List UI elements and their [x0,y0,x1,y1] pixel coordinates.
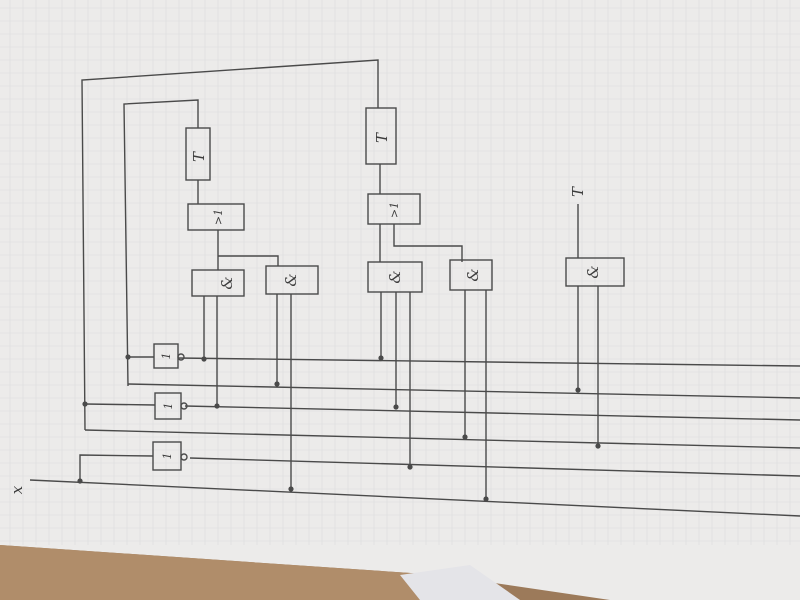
and-gate-4 [449,259,493,291]
junction-dot [77,478,83,484]
junction-dot [201,356,207,362]
junction-dot [575,387,581,393]
not-gate-3-bubble [180,453,188,461]
junction-dot [462,434,468,440]
junction-dot [288,486,294,492]
junction-dot [393,404,399,410]
wire-x-to-not [79,454,154,481]
junction-dot [125,354,131,360]
trigger-1-label: T [190,151,208,162]
paper-edge-shadow [0,545,470,600]
junction-dot [82,401,88,407]
not-gate-2-bubble [180,402,188,410]
trigger-block-2 [365,107,397,165]
and-gate-5 [565,257,625,287]
junction-dot [274,381,280,387]
bus-line-2 [127,383,800,399]
input-x-label: x [8,485,26,494]
bus-line-3b [184,405,800,421]
bus-line-1 [177,357,800,367]
junction-dot [214,403,220,409]
and-gate-1-label: & [218,276,236,289]
wire-ge1-and2 [218,255,279,266]
and-gate-3-label: & [386,270,404,283]
ge-1-label: >1 [212,209,225,225]
junction-dot [483,496,489,502]
diagram-labels: x T T T >1 >1 & & & & & 1 1 1 [8,132,602,494]
wire-ge2-and4 [393,224,463,262]
paper-grid [0,0,800,545]
and-gate-5-label: & [584,265,602,278]
junction-dot [595,443,601,449]
and-gate-3 [367,261,423,293]
and-gate-1 [191,269,245,297]
junction-dots [77,354,601,502]
circuit-diagram [29,59,800,517]
and-gate-2 [265,265,319,295]
output-y-label: T [569,186,587,197]
and-gate-4-label: & [464,268,482,281]
not-1-label: 1 [160,353,173,360]
not-2-label: 1 [162,403,175,410]
bus-line-3 [84,403,156,406]
paper-corner [400,565,520,600]
ge-2-label: >1 [388,202,401,218]
feedback-wire-inner [123,99,199,387]
ge-block-1 [187,203,245,231]
bus-line-4 [84,429,800,449]
junction-dot [378,355,384,361]
bus-line-x [29,479,800,517]
not-3-label: 1 [161,453,174,460]
trigger-2-label: T [373,132,391,143]
and-gate-2-label: & [282,273,300,286]
feedback-wire-outer [81,59,379,431]
junction-dot [407,464,413,470]
not-gate-1-bubble [177,353,185,361]
